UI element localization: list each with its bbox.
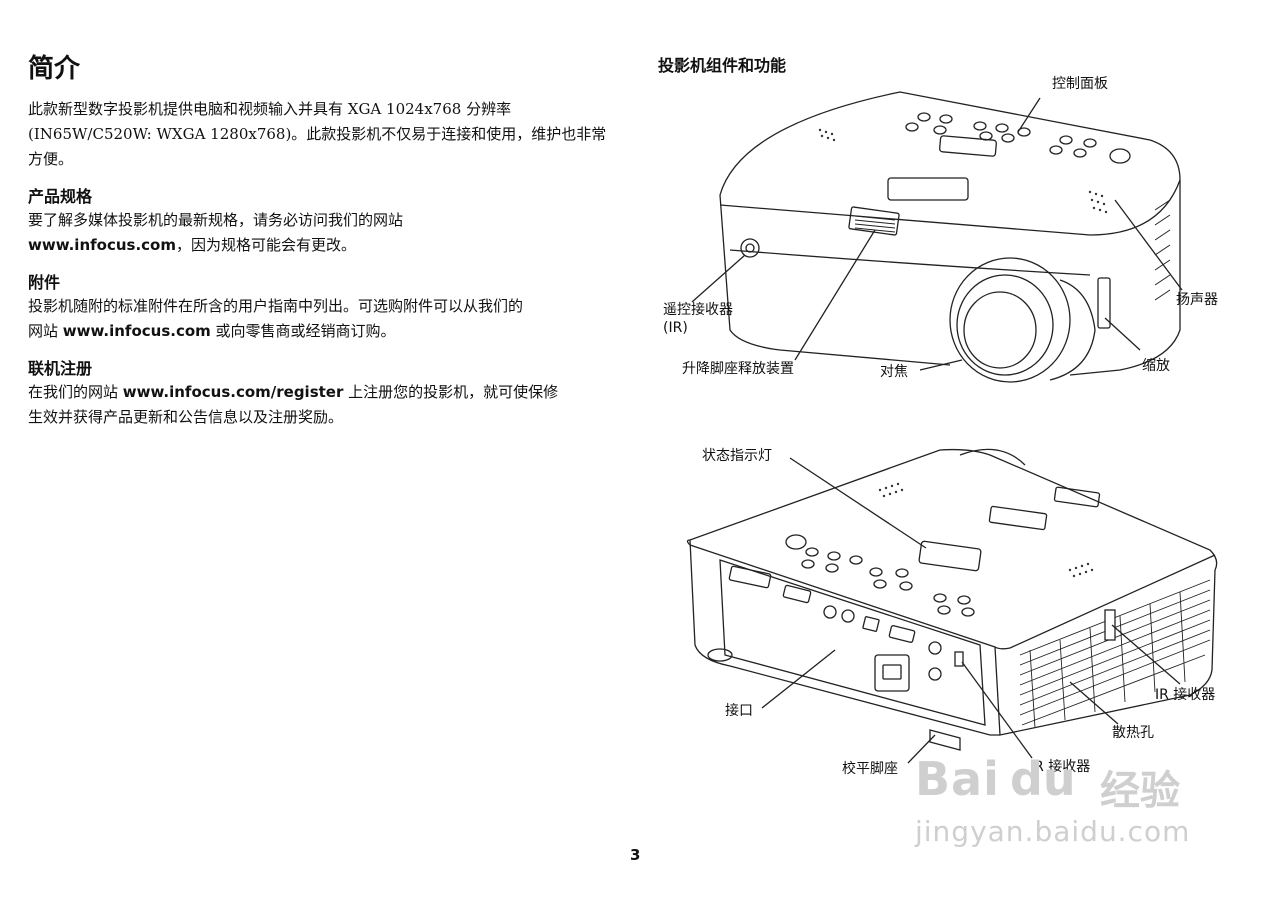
- label-zoom: 缩放: [1142, 358, 1170, 374]
- label-elevator-foot: 升降脚座释放装置: [682, 361, 794, 377]
- register-line-1a: 在我们的网站: [28, 383, 123, 401]
- register-line-1: 在我们的网站 www.infocus.com/register 上注册您的投影机…: [28, 380, 688, 405]
- register-line-1b: 上注册您的投影机，就可使保修: [343, 383, 559, 401]
- register-link[interactable]: www.infocus.com/register: [122, 383, 344, 401]
- watermark-brand: Bai: [915, 752, 1000, 806]
- intro-title: 简介: [28, 54, 81, 84]
- label-remote-receiver-ir: (IR): [663, 320, 688, 336]
- projector-front-view: [691, 91, 1183, 383]
- specs-line-2-text: ，因为规格可能会有更改。: [176, 236, 357, 254]
- register-title: 联机注册: [28, 359, 93, 378]
- projector-illustration: [686, 91, 1218, 764]
- accessories-line-2: 网站 www.infocus.com 或向零售商或经销商订购。: [28, 319, 688, 344]
- specs-title: 产品规格: [28, 187, 93, 206]
- intro-line-3: 方便。: [28, 150, 74, 168]
- label-status-lights: 状态指示灯: [702, 448, 772, 464]
- accessories-title: 附件: [28, 273, 61, 292]
- label-remote-receiver: 遥控接收器: [663, 302, 733, 318]
- label-leveling-foot: 校平脚座: [842, 761, 898, 777]
- accessories-line-1: 投影机随附的标准附件在所含的用户指南中列出。可选购附件可以从我们的: [28, 297, 524, 315]
- label-speaker: 扬声器: [1176, 292, 1218, 308]
- page-number: 3: [630, 846, 641, 864]
- label-control-panel: 控制面板: [1052, 76, 1108, 92]
- accessories-link[interactable]: www.infocus.com: [62, 322, 211, 340]
- label-focus: 对焦: [880, 364, 908, 380]
- specs-line-1: 要了解多媒体投影机的最新规格，请务必访问我们的网站: [28, 211, 404, 229]
- projector-rear-view: [686, 448, 1218, 764]
- label-ir-receiver-side: IR 接收器: [1155, 687, 1216, 703]
- register-line-2: 生效并获得产品更新和公告信息以及注册奖励。: [28, 408, 344, 426]
- specs-line-2: www.infocus.com，因为规格可能会有更改。: [28, 233, 688, 258]
- intro-line-2: (IN65W/C520W: WXGA 1280x768)。此款投影机不仅易于连接…: [28, 125, 607, 143]
- text-column: 简介 此款新型数字投影机提供电脑和视频输入并具有 XGA 1024x768 分辨…: [28, 48, 688, 430]
- diagram-title: 投影机组件和功能: [658, 56, 787, 75]
- accessories-line-2b: 或向零售商或经销商订购。: [210, 322, 396, 340]
- intro-line-1: 此款新型数字投影机提供电脑和视频输入并具有 XGA 1024x768 分辨率: [28, 100, 512, 118]
- accessories-line-2a: 网站: [28, 322, 63, 340]
- label-vents: 散热孔: [1112, 725, 1154, 741]
- specs-link[interactable]: www.infocus.com: [28, 236, 176, 254]
- watermark-brand-2: du: [1010, 752, 1076, 806]
- label-ir-receiver-back: IR 接收器: [1030, 759, 1091, 775]
- watermark-url: jingyan.baidu.com: [915, 815, 1191, 848]
- watermark-suffix: 经验: [1100, 768, 1180, 814]
- label-connectors: 接口: [725, 703, 753, 719]
